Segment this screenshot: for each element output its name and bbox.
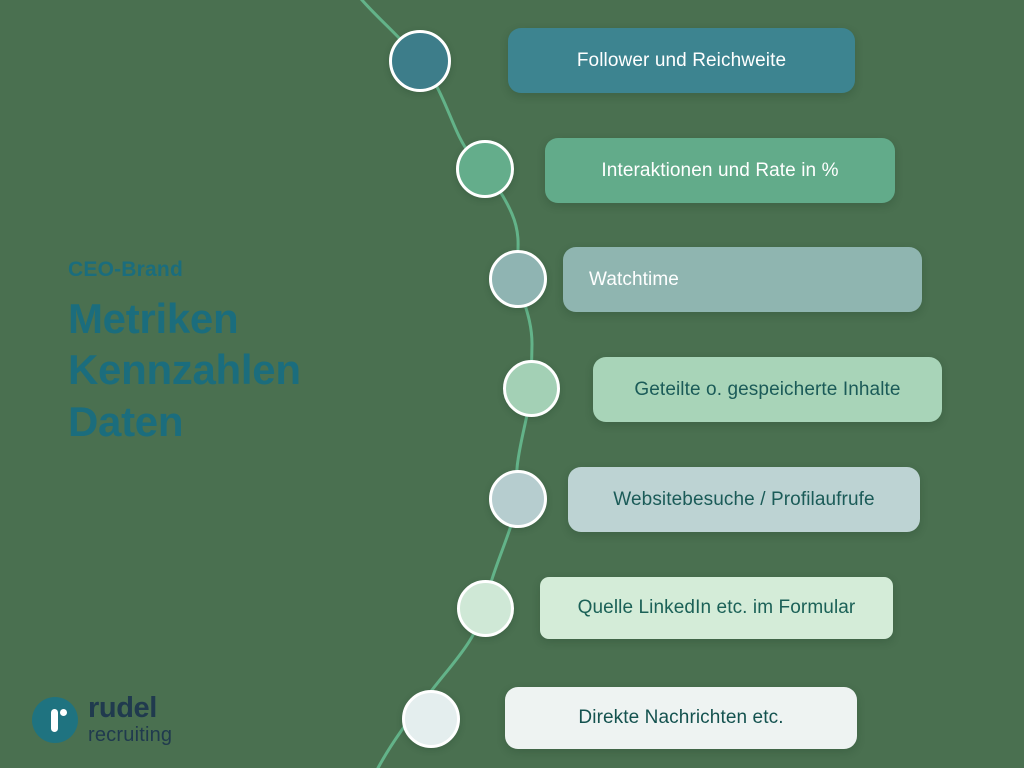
logo-subline: recruiting bbox=[88, 724, 173, 746]
headline-line-1: Metriken bbox=[68, 295, 239, 343]
step-chip-3[interactable]: Watchtime bbox=[563, 247, 922, 312]
step-label-3: Watchtime bbox=[589, 268, 679, 290]
step-node-3[interactable] bbox=[489, 250, 547, 308]
page-title: Metriken Kennzahlen Daten bbox=[68, 293, 408, 447]
step-chip-1[interactable]: Follower und Reichweite bbox=[508, 28, 855, 93]
step-node-7[interactable] bbox=[402, 690, 460, 748]
step-label-7: Direkte Nachrichten etc. bbox=[578, 707, 784, 728]
step-node-6[interactable] bbox=[457, 580, 514, 637]
logo-text-block: rudel recruiting bbox=[88, 692, 173, 746]
r-stem-shape bbox=[51, 708, 58, 732]
step-label-6: Quelle LinkedIn etc. im Formular bbox=[577, 597, 856, 618]
step-chip-2[interactable]: Interaktionen und Rate in % bbox=[545, 138, 895, 203]
step-chip-5[interactable]: Websitebesuche / Profilaufrufe bbox=[568, 467, 920, 532]
headline-line-3: Daten bbox=[68, 397, 184, 445]
step-node-2[interactable] bbox=[456, 140, 514, 198]
step-node-1[interactable] bbox=[389, 30, 451, 92]
eyebrow-text: CEO-Brand bbox=[68, 258, 183, 281]
step-chip-4[interactable]: Geteilte o. gespeicherte Inhalte bbox=[593, 357, 942, 422]
step-node-5[interactable] bbox=[489, 470, 547, 528]
step-label-5: Websitebesuche / Profilaufrufe bbox=[613, 488, 875, 510]
step-chip-6[interactable]: Quelle LinkedIn etc. im Formular bbox=[540, 577, 893, 639]
title-block: CEO-Brand Metriken Kennzahlen Daten bbox=[68, 258, 408, 447]
step-chip-7[interactable]: Direkte Nachrichten etc. bbox=[505, 687, 857, 749]
step-label-4: Geteilte o. gespeicherte Inhalte bbox=[634, 378, 901, 400]
step-label-1: Follower und Reichweite bbox=[576, 49, 787, 71]
step-label-2: Interaktionen und Rate in % bbox=[601, 159, 839, 181]
brand-logo[interactable]: rudel recruiting bbox=[32, 694, 172, 745]
logo-wordmark: rudel bbox=[88, 692, 157, 724]
r-dot-shape bbox=[60, 708, 67, 716]
headline-line-2: Kennzahlen bbox=[68, 346, 301, 394]
step-node-4[interactable] bbox=[503, 360, 560, 417]
rudel-r-icon bbox=[32, 696, 78, 743]
